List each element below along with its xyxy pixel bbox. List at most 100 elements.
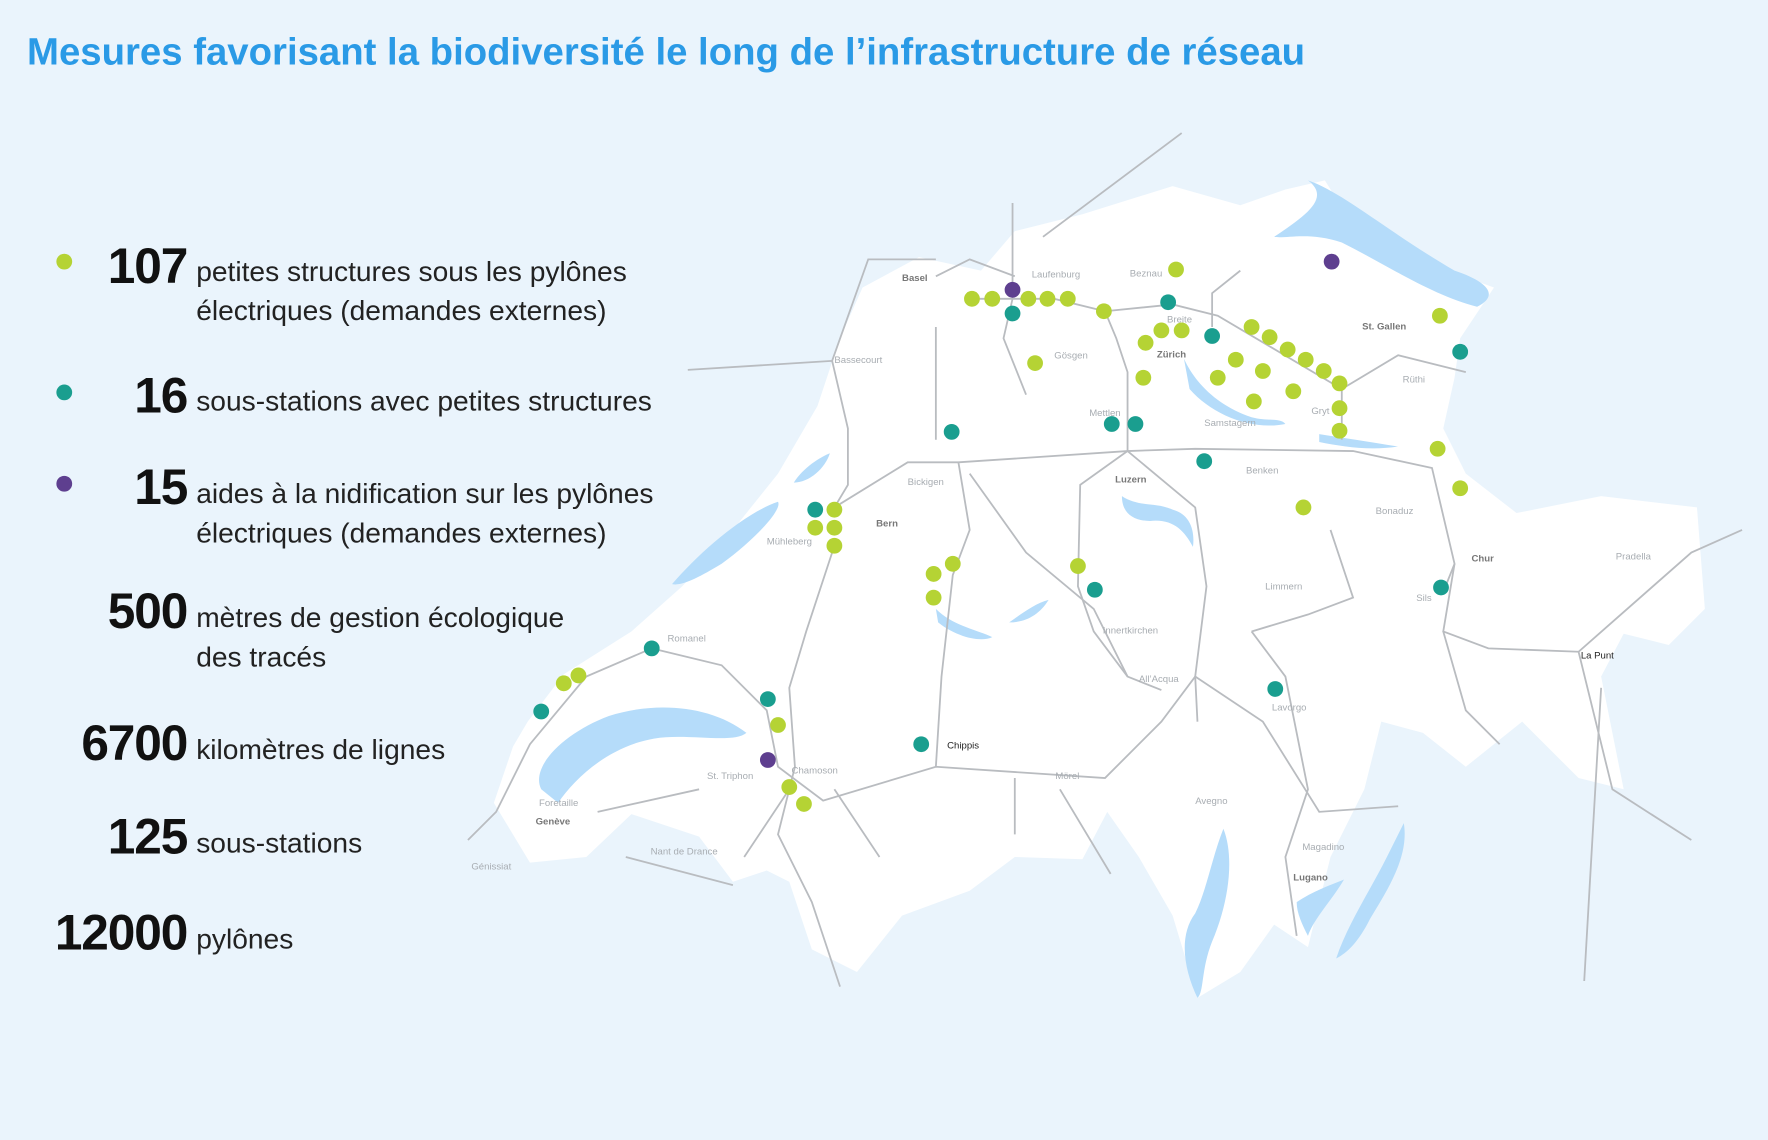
measure-markers (533, 253, 1469, 812)
marker-small-structure (1020, 290, 1037, 307)
marker-small-structure (1331, 375, 1348, 392)
place-label: All’Acqua (1139, 674, 1180, 685)
marker-small-structure (1452, 480, 1469, 497)
marker-substation (1452, 343, 1469, 360)
marker-nesting-aid (1004, 281, 1021, 298)
stat-number: 15 (134, 459, 187, 515)
stat-number: 12000 (55, 904, 187, 960)
place-label: Breite (1167, 315, 1192, 326)
lake-geneva (539, 707, 747, 803)
place-label: Benken (1246, 466, 1279, 477)
stat-label: des tracés (196, 640, 326, 672)
marker-small-structure (807, 519, 824, 536)
marker-substation (1204, 328, 1221, 344)
lake-como (1336, 823, 1405, 959)
marker-small-structure (1039, 290, 1056, 307)
legend: 107 petites structures sous les pylônes … (55, 238, 654, 960)
place-label: Gryt (1311, 406, 1329, 417)
marker-substation (643, 640, 660, 657)
marker-substation (1086, 581, 1103, 598)
stat-number: 16 (134, 368, 187, 424)
place-label: Bonaduz (1376, 506, 1414, 517)
place-label: Chamoson (792, 766, 838, 777)
place-label: Bickigen (908, 477, 944, 488)
marker-small-structure (1173, 322, 1190, 339)
marker-small-structure (1295, 499, 1312, 516)
marker-small-structure (826, 501, 843, 518)
marker-small-structure (1285, 383, 1302, 400)
stat-number: 107 (108, 238, 187, 294)
marker-substation (807, 501, 824, 518)
marker-small-structure (1245, 393, 1262, 410)
marker-substation (943, 423, 960, 440)
marker-small-structure (1168, 261, 1184, 278)
marker-nesting-aid (759, 752, 776, 768)
lake-brienz (1009, 599, 1049, 623)
marker-small-structure (1429, 440, 1446, 457)
marker-small-structure (1095, 303, 1112, 320)
marker-small-structure (1243, 319, 1260, 335)
stat-label: sous-stations (196, 826, 362, 858)
place-label: Zürich (1157, 349, 1186, 360)
stat-number: 125 (108, 809, 188, 865)
marker-small-structure (1431, 307, 1448, 324)
marker-small-structure (826, 537, 843, 554)
marker-nesting-aid (1323, 253, 1340, 270)
marker-substation (913, 736, 930, 753)
lake-maggiore (1184, 828, 1230, 998)
marker-small-structure (826, 519, 843, 536)
marker-small-structure (555, 675, 572, 692)
marker-small-structure (1331, 400, 1348, 417)
marker-substation (1127, 416, 1144, 432)
place-label: Laufenburg (1032, 269, 1080, 280)
place-label: Chippis (947, 741, 979, 752)
place-label: Chur (1471, 554, 1494, 565)
stat-label: pylônes (196, 922, 293, 954)
place-label: Limmern (1265, 582, 1302, 593)
stat-label: petites structures sous les pylônes (196, 255, 627, 287)
place-label: Samstagern (1204, 418, 1256, 429)
marker-small-structure (1331, 422, 1348, 439)
marker-small-structure (925, 589, 942, 606)
lake-lucerne (1121, 496, 1194, 547)
place-label: Magadino (1302, 842, 1344, 853)
marker-small-structure (770, 717, 786, 733)
lake-lugano (1296, 879, 1345, 936)
place-label: Rüthi (1403, 374, 1425, 385)
place-label: St. Gallen (1362, 321, 1406, 332)
lake-biel (793, 453, 830, 483)
stat-label: aides à la nidification sur les pylônes (196, 477, 653, 509)
legend-dot-small-structures (56, 253, 73, 270)
place-label: Beznau (1130, 268, 1163, 279)
marker-substation (1160, 294, 1177, 311)
marker-substation (1267, 681, 1284, 697)
marker-small-structure (944, 555, 961, 572)
marker-small-structure (964, 290, 980, 307)
marker-small-structure (781, 779, 798, 795)
power-lines (467, 132, 1743, 987)
place-label: St. Triphon (707, 771, 753, 782)
marker-small-structure (1254, 363, 1271, 379)
lake-neuchatel (672, 501, 779, 585)
marker-small-structure (1070, 558, 1086, 574)
place-label: Foretaille (539, 798, 578, 809)
marker-small-structure (1153, 322, 1170, 339)
marker-substation (1433, 579, 1449, 596)
marker-small-structure (1059, 290, 1076, 307)
lake-constance (1274, 180, 1489, 307)
place-label: Mörel (1055, 771, 1079, 782)
marker-small-structure (1315, 363, 1332, 379)
marker-small-structure (570, 667, 587, 684)
stat-number: 6700 (81, 715, 187, 771)
place-label: Génissiat (471, 861, 511, 872)
page-title: Mesures favorisant la biodiversité le lo… (27, 30, 1305, 73)
marker-substation (1004, 305, 1021, 322)
legend-dot-substations (56, 384, 73, 401)
place-label: Innertkirchen (1103, 626, 1158, 637)
stat-label: mètres de gestion écologique (196, 601, 564, 633)
stat-label: kilomètres de lignes (196, 733, 445, 765)
marker-small-structure (796, 796, 812, 812)
